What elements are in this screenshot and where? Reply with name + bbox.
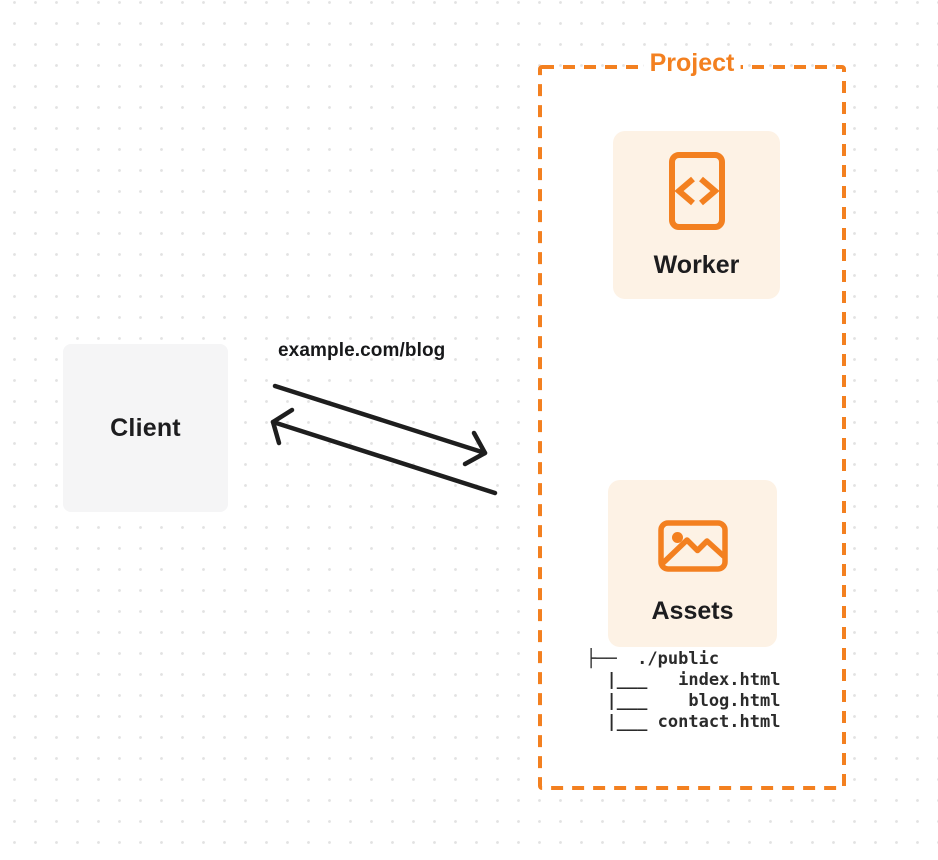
worker-label: Worker bbox=[653, 251, 740, 279]
assets-label: Assets bbox=[651, 597, 734, 625]
assets-file-tree: ├── ./public |___ index.html |___ blog.h… bbox=[586, 649, 781, 732]
request-response-arrows bbox=[270, 383, 498, 496]
assets-image-icon bbox=[657, 520, 728, 572]
client-box: Client bbox=[63, 344, 228, 512]
worker-code-icon bbox=[668, 152, 725, 230]
assets-card: Assets bbox=[608, 480, 777, 647]
worker-card: Worker bbox=[613, 131, 780, 299]
request-url-label: example.com/blog bbox=[278, 340, 446, 361]
project-boundary: Project Worker Assets bbox=[538, 48, 846, 790]
client-label: Client bbox=[110, 413, 181, 442]
project-label: Project bbox=[643, 48, 741, 78]
